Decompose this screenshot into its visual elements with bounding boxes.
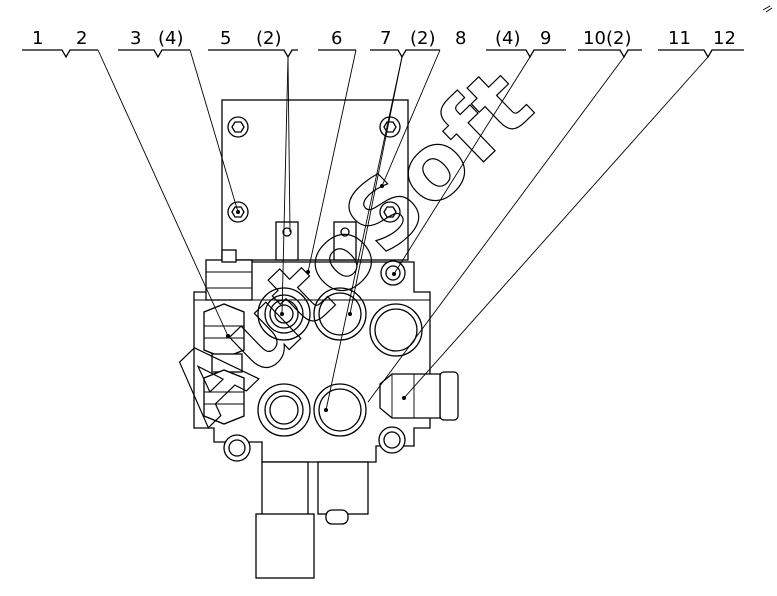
label-7-qty: (2) xyxy=(410,28,436,49)
port-upper-center xyxy=(313,287,367,341)
corner-mark xyxy=(762,5,773,13)
label-5-qty: (2) xyxy=(256,28,282,49)
bracket-bolt-mid-right xyxy=(379,201,401,223)
port-fitting-upper-left xyxy=(257,287,311,341)
bottom-solenoid-right xyxy=(317,461,369,525)
port-plug-right xyxy=(369,303,423,357)
label-6: 6 xyxy=(331,28,342,49)
label-9-qty: (4) xyxy=(495,28,521,49)
top-solenoid-nut xyxy=(205,249,253,301)
label-3: 3 xyxy=(130,28,141,49)
part-labels: 1 2 3 (4) 5 (2) 6 7 (2) 8 (4) 9 10 (2) 1… xyxy=(32,28,736,49)
port-lower-center xyxy=(313,383,367,437)
connector-tabs xyxy=(275,221,357,261)
body-bolt-bottom-left xyxy=(223,434,251,462)
leader-dots xyxy=(226,184,406,412)
right-side-fitting xyxy=(379,371,459,421)
label-underlines xyxy=(22,49,744,59)
bottom-solenoid-left xyxy=(255,461,315,579)
label-10: 10 xyxy=(583,28,606,49)
label-12: 12 xyxy=(713,28,736,49)
label-8: 8 xyxy=(455,28,466,49)
leader-lines xyxy=(97,49,709,411)
label-3-qty: (4) xyxy=(158,28,184,49)
label-9: 9 xyxy=(540,28,551,49)
label-1: 1 xyxy=(32,28,43,49)
label-5: 5 xyxy=(220,28,231,49)
port-fitting-lower-left xyxy=(257,383,311,437)
label-7: 7 xyxy=(380,28,391,49)
label-10-qty: (2) xyxy=(606,28,632,49)
left-hex-nut-upper xyxy=(203,303,245,373)
body-bolt-bottom-right xyxy=(378,426,406,454)
left-hex-nut-lower xyxy=(203,369,245,425)
bracket-bolt-mid-left xyxy=(227,201,249,223)
label-2: 2 xyxy=(76,28,87,49)
bracket-bolt-top-left xyxy=(227,116,249,138)
label-11: 11 xyxy=(668,28,691,49)
